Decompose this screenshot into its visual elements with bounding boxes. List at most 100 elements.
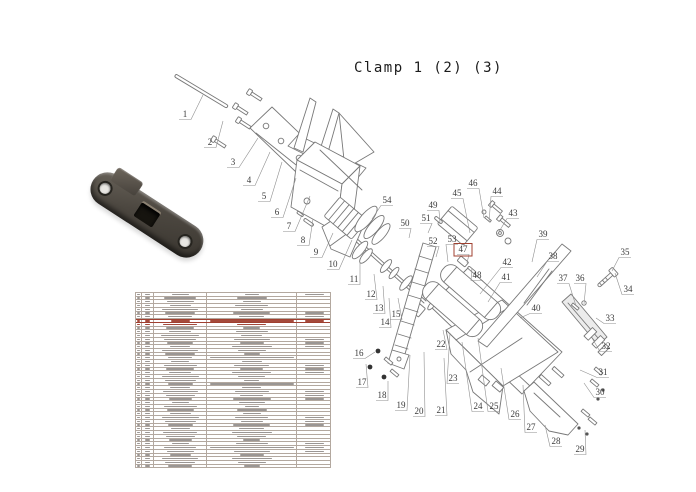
table-cell-text [145,331,150,333]
table-cell [142,457,154,461]
callout-leader-line [488,196,503,223]
part-pin-8 [296,211,314,227]
table-cell [297,431,330,434]
table-cell-text [137,446,140,449]
table-row [136,367,330,372]
table-cell-text [145,364,150,366]
table-cell [154,307,207,311]
table-cell [207,464,297,467]
callout-leader-line [390,297,403,320]
callout-number: 44 [493,186,503,196]
table-cell [136,341,142,345]
table-cell [154,352,207,356]
table-cell-text [244,379,259,381]
table-cell-text [163,405,197,408]
table-cell-text [235,304,268,307]
table-cell [297,427,330,430]
table-cell [207,363,297,367]
table-cell-text [168,398,192,400]
table-cell-text [233,450,270,452]
callout-number: 50 [401,218,411,228]
table-cell-text [145,349,150,351]
table-cell [142,397,154,401]
table-cell [207,390,297,393]
table-cell [136,464,142,467]
callout-8: 8 [297,218,314,246]
table-cell [154,371,207,375]
callout-26: 26 [500,367,521,420]
table-cell [136,337,142,341]
table-cell [207,341,297,345]
table-cell-text [145,345,150,348]
table-cell [207,401,297,404]
callout-6: 6 [271,177,297,218]
table-cell-text [137,357,140,359]
table-cell [207,434,297,438]
table-row [136,356,330,361]
table-cell [154,453,207,457]
table-row [136,293,330,297]
table-cell-text [137,443,140,445]
part-cylinders [422,264,502,338]
table-cell [142,311,154,315]
table-cell-text [231,458,272,460]
table-cell [297,293,330,296]
table-cell [207,408,297,412]
table-cell [154,438,207,442]
table-cell [297,360,330,363]
table-cell [154,311,207,315]
table-row [136,319,330,323]
callout-54: 54 [371,195,393,220]
table-cell [154,382,207,386]
table-cell [136,446,142,449]
table-row [136,315,330,320]
callout-7: 7 [283,195,311,232]
callout-number: 22 [437,339,446,349]
table-cell-text [240,308,263,310]
table-cell-text [137,312,140,314]
table-cell-text [232,398,271,400]
callout-leader-line [544,424,562,447]
table-row [136,345,330,349]
table-cell [142,345,154,348]
table-cell-text [166,368,194,370]
callout-31: 31 [579,367,609,378]
table-cell-text [243,327,260,329]
table-cell-text [237,461,266,464]
table-cell-text [137,387,140,389]
callout-leader-line [614,272,634,295]
table-cell [142,419,154,423]
table-cell-text [209,383,294,385]
callout-number: 14 [381,317,391,327]
table-cell-text [137,349,140,351]
callout-number: 21 [437,405,446,415]
table-cell [297,345,330,348]
callout-number: 27 [527,422,537,432]
table-cell-text [232,372,271,374]
table-cell [207,315,297,319]
table-cell [297,405,330,408]
table-row [136,337,330,342]
parts-table [135,292,331,468]
callout-5: 5 [258,161,283,202]
table-cell [154,457,207,461]
table-cell [136,311,142,315]
table-cell [142,434,154,438]
callout-leader-line [356,363,369,388]
callout-22: 22 [435,329,448,350]
table-cell [136,427,142,431]
table-cell-text [137,405,140,408]
callout-44: 44 [488,186,503,223]
table-cell-text [145,394,150,396]
table-cell [154,378,207,382]
table-cell-text [145,450,150,452]
table-cell [154,293,207,296]
callout-number: 41 [502,272,511,282]
table-cell-text [170,428,190,430]
table-cell [136,304,142,307]
callout-number: 25 [490,401,500,411]
table-cell [154,412,207,416]
table-cell-text [209,357,294,359]
callout-leader-line [522,384,537,433]
table-cell-text [167,424,193,426]
